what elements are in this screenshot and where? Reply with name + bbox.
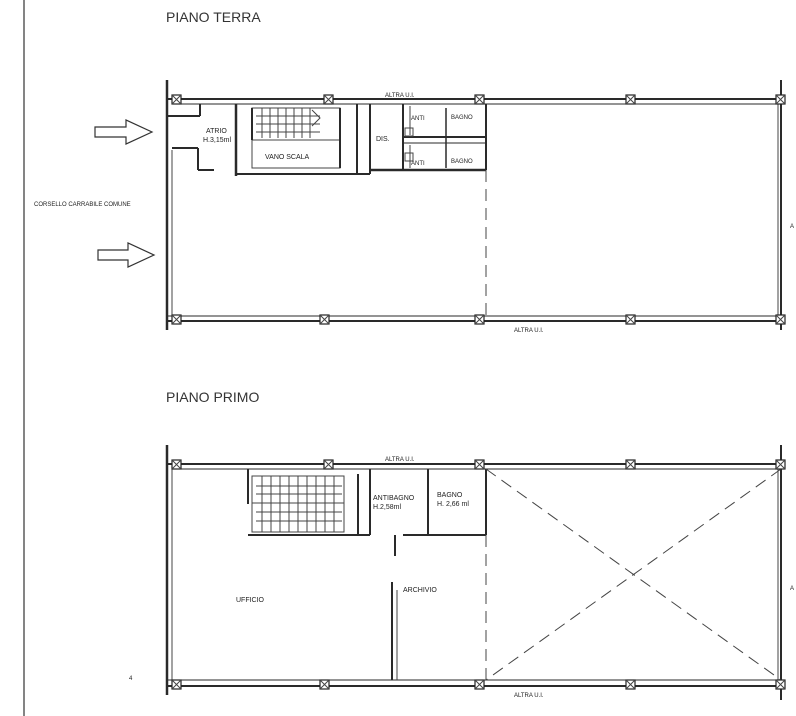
ground-floor-title: PIANO TERRA	[166, 9, 261, 25]
ground-stair-treads	[256, 108, 321, 138]
bagno-top-label: BAGNO	[451, 115, 473, 121]
bagno-bottom-label: BAGNO	[451, 159, 473, 165]
archivio-label: ARCHIVIO	[403, 587, 437, 594]
antibagno-height-label: H.2,58ml	[373, 504, 401, 511]
ground-floor-plan	[165, 80, 786, 330]
ufficio-label: UFFICIO	[236, 597, 265, 604]
dis-label: DIS.	[376, 136, 390, 143]
ground-edge-letter: A	[790, 224, 794, 230]
first-altra-bottom-label: ALTRA U.I.	[514, 693, 544, 699]
vano-scala-label: VANO SCALA	[265, 154, 310, 161]
first-edge-letter: A	[790, 586, 794, 592]
entrance-arrow-upper	[94, 119, 154, 145]
first-floor-plan	[165, 445, 786, 700]
first-altra-top-label: ALTRA U.I.	[385, 457, 415, 463]
first-stray-mark: 4	[129, 676, 133, 682]
corsello-label: CORSELLO CARRABILE COMUNE	[34, 202, 131, 208]
bagno-label: BAGNO	[437, 492, 463, 499]
atrio-height-label: H.3,15ml	[203, 137, 231, 144]
antibagno-label: ANTIBAGNO	[373, 495, 415, 502]
entrance-arrow-lower	[97, 242, 156, 268]
atrio-label: ATRIO	[206, 128, 227, 135]
anti-top-label: ANTI	[411, 116, 425, 122]
first-floor-title: PIANO PRIMO	[166, 389, 259, 405]
anti-bottom-label: ANTI	[411, 161, 425, 167]
ground-altra-bottom-label: ALTRA U.I.	[514, 328, 544, 334]
ground-altra-top-label: ALTRA U.I.	[385, 93, 415, 99]
first-stair-treads	[256, 476, 342, 532]
bagno-height-label: H. 2,66 ml	[437, 501, 469, 508]
